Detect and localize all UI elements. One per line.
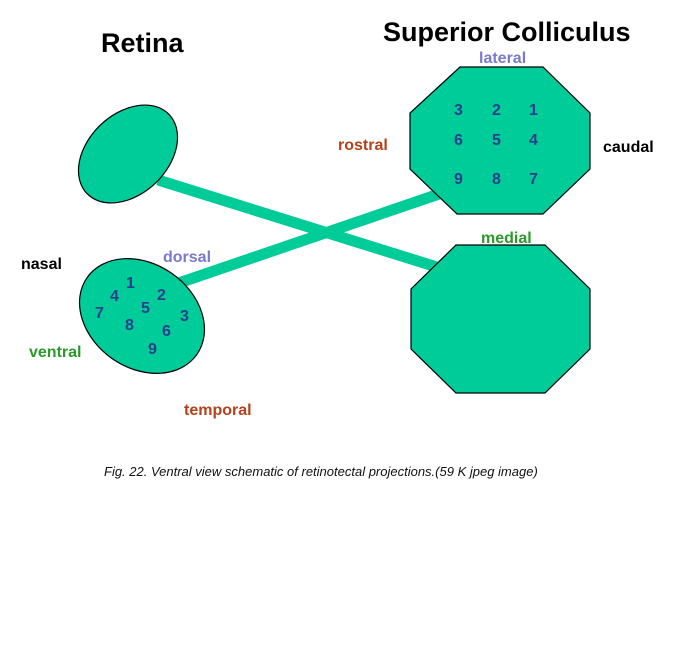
colliculus-number: 3 [454, 102, 463, 119]
colliculus-number: 5 [492, 132, 501, 149]
retina-lower-ellipse [78, 258, 206, 374]
colliculus-number: 7 [529, 171, 538, 188]
colliculus-number: 1 [529, 102, 538, 119]
projection-line-bottom-to-top [168, 187, 444, 292]
retina-number: 7 [95, 305, 104, 322]
retina-number: 1 [126, 275, 135, 292]
label-caudal: caudal [603, 139, 654, 156]
colliculus-title: Superior Colliculus [383, 17, 631, 47]
label-medial: medial [481, 230, 532, 247]
colliculus-number: 8 [492, 171, 501, 188]
retina-number: 2 [157, 287, 166, 304]
retina-number: 5 [141, 300, 150, 317]
retina-number: 9 [148, 341, 157, 358]
label-nasal: nasal [21, 256, 62, 273]
colliculus-upper-octagon [409, 66, 591, 215]
retina-title: Retina [101, 28, 185, 58]
projection-line-top-to-bottom [156, 174, 442, 274]
retina-upper-ellipse [77, 104, 179, 204]
colliculus-lower-octagon [410, 244, 591, 394]
label-dorsal: dorsal [163, 249, 211, 266]
label-temporal: temporal [184, 402, 252, 419]
label-lateral: lateral [479, 50, 526, 67]
figure-caption: Fig. 22. Ventral view schematic of retin… [104, 464, 538, 479]
colliculus-number: 2 [492, 102, 501, 119]
retina-number: 6 [162, 323, 171, 340]
colliculus-number: 4 [529, 132, 538, 149]
retina-number: 4 [110, 288, 119, 305]
label-rostral: rostral [338, 137, 388, 154]
label-ventral: ventral [29, 344, 81, 361]
retina-number: 8 [125, 317, 134, 334]
colliculus-number: 9 [454, 171, 463, 188]
retina-number: 3 [180, 308, 189, 325]
colliculus-number: 6 [454, 132, 463, 149]
